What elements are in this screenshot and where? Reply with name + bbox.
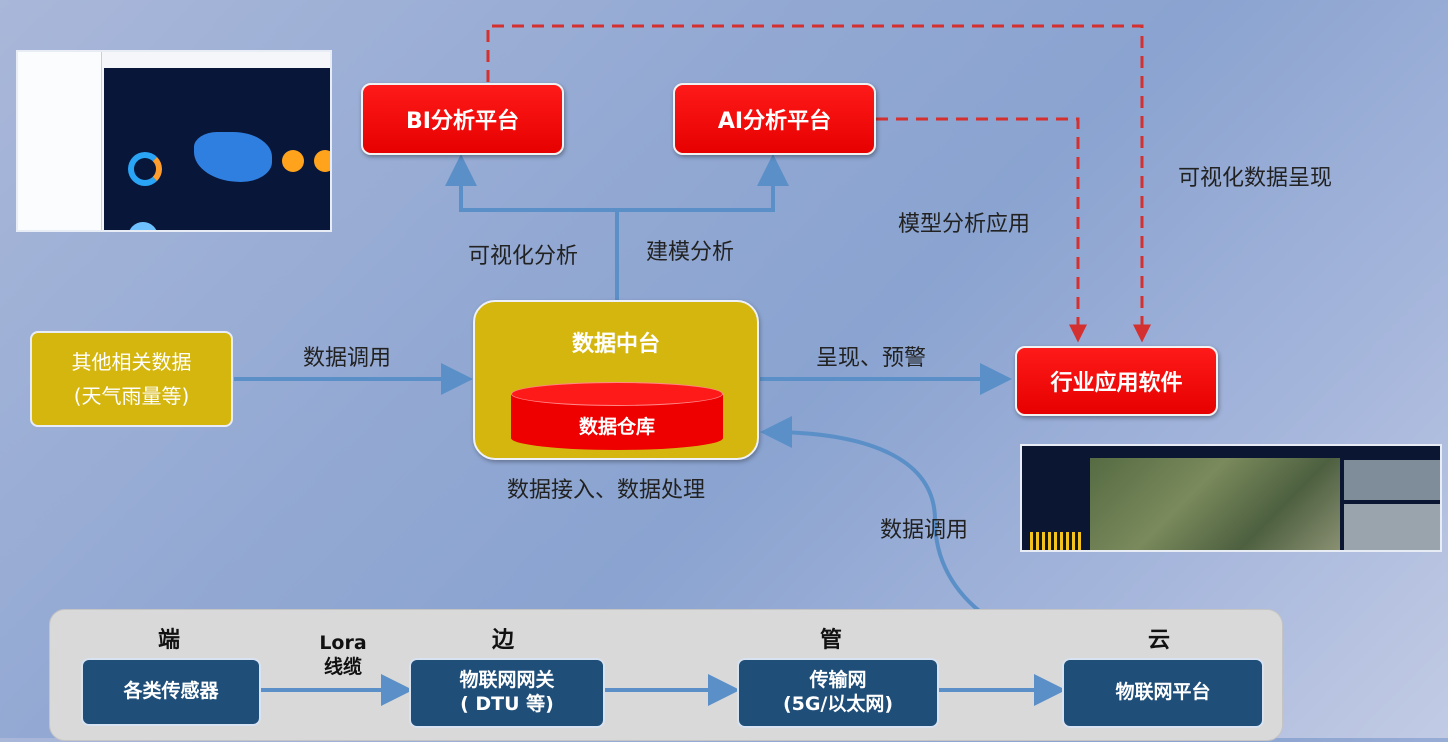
link-label: Lora 线缆 bbox=[308, 632, 378, 680]
data-hub-title: 数据中台 bbox=[571, 332, 660, 357]
tier-terminal: 端 bbox=[158, 628, 181, 653]
arrow-hub-to-ai bbox=[617, 154, 789, 212]
node-iot-platform: 物联网平台 bbox=[1062, 658, 1264, 728]
node-transport-line1: 传输网 bbox=[809, 669, 867, 692]
label-model-app: 模型分析应用 bbox=[898, 212, 1031, 237]
other-data-box: 其他相关数据 (天气雨量等) bbox=[30, 331, 233, 427]
node-iot-platform-label: 物联网平台 bbox=[1115, 681, 1211, 704]
dashboard-screenshot-thumbnail bbox=[16, 50, 332, 232]
tier-edge: 边 bbox=[492, 628, 515, 653]
ai-platform-label: AI分析平台 bbox=[717, 109, 832, 134]
industry-app-box: 行业应用软件 bbox=[1015, 346, 1218, 416]
node-gateway-line1: 物联网网关 bbox=[459, 669, 555, 692]
label-data-call-right: 数据调用 bbox=[880, 518, 969, 543]
industry-app-label: 行业应用软件 bbox=[1050, 371, 1183, 396]
bi-platform-box: BI分析平台 bbox=[361, 83, 564, 155]
data-warehouse-cylinder: 数据仓库 bbox=[511, 382, 723, 450]
ai-platform-box: AI分析平台 bbox=[673, 83, 876, 155]
link-label-line1: Lora bbox=[319, 632, 367, 654]
iot-pipeline-panel: 端 边 管 云 Lora 线缆 各类传感器 物联网网关 ( DTU 等) 传输网… bbox=[49, 609, 1283, 741]
label-data-call-left: 数据调用 bbox=[303, 346, 392, 371]
bi-platform-label: BI分析平台 bbox=[406, 109, 519, 134]
label-modeling-analysis: 建模分析 bbox=[646, 240, 735, 265]
node-sensors-label: 各类传感器 bbox=[123, 680, 219, 703]
node-transport: 传输网 (5G/以太网) bbox=[737, 658, 939, 728]
node-gateway-line2: ( DTU 等) bbox=[460, 693, 554, 715]
label-visual-present: 可视化数据呈现 bbox=[1178, 166, 1333, 191]
tier-cloud: 云 bbox=[1148, 628, 1171, 653]
data-warehouse-label: 数据仓库 bbox=[578, 416, 655, 438]
other-data-line2: (天气雨量等) bbox=[73, 384, 190, 408]
other-data-line1: 其他相关数据 bbox=[71, 350, 192, 374]
node-transport-line2: (5G/以太网) bbox=[782, 693, 894, 715]
dash-bi-to-app bbox=[486, 24, 1151, 343]
dash-ai-to-app bbox=[876, 117, 1087, 343]
pipeline-arrows bbox=[261, 674, 1066, 706]
data-hub-box: 数据中台 数据仓库 bbox=[473, 300, 759, 460]
label-ingest-process: 数据接入、数据处理 bbox=[507, 478, 706, 503]
tier-pipe: 管 bbox=[820, 628, 843, 653]
arrow-hub-to-bi bbox=[445, 154, 619, 300]
map-screenshot-thumbnail bbox=[1020, 444, 1442, 552]
label-present-warn: 呈现、预警 bbox=[816, 346, 927, 371]
node-gateway: 物联网网关 ( DTU 等) bbox=[409, 658, 605, 728]
link-label-line2: 线缆 bbox=[323, 655, 362, 678]
node-sensors: 各类传感器 bbox=[81, 658, 261, 726]
label-visual-analysis: 可视化分析 bbox=[468, 244, 579, 269]
